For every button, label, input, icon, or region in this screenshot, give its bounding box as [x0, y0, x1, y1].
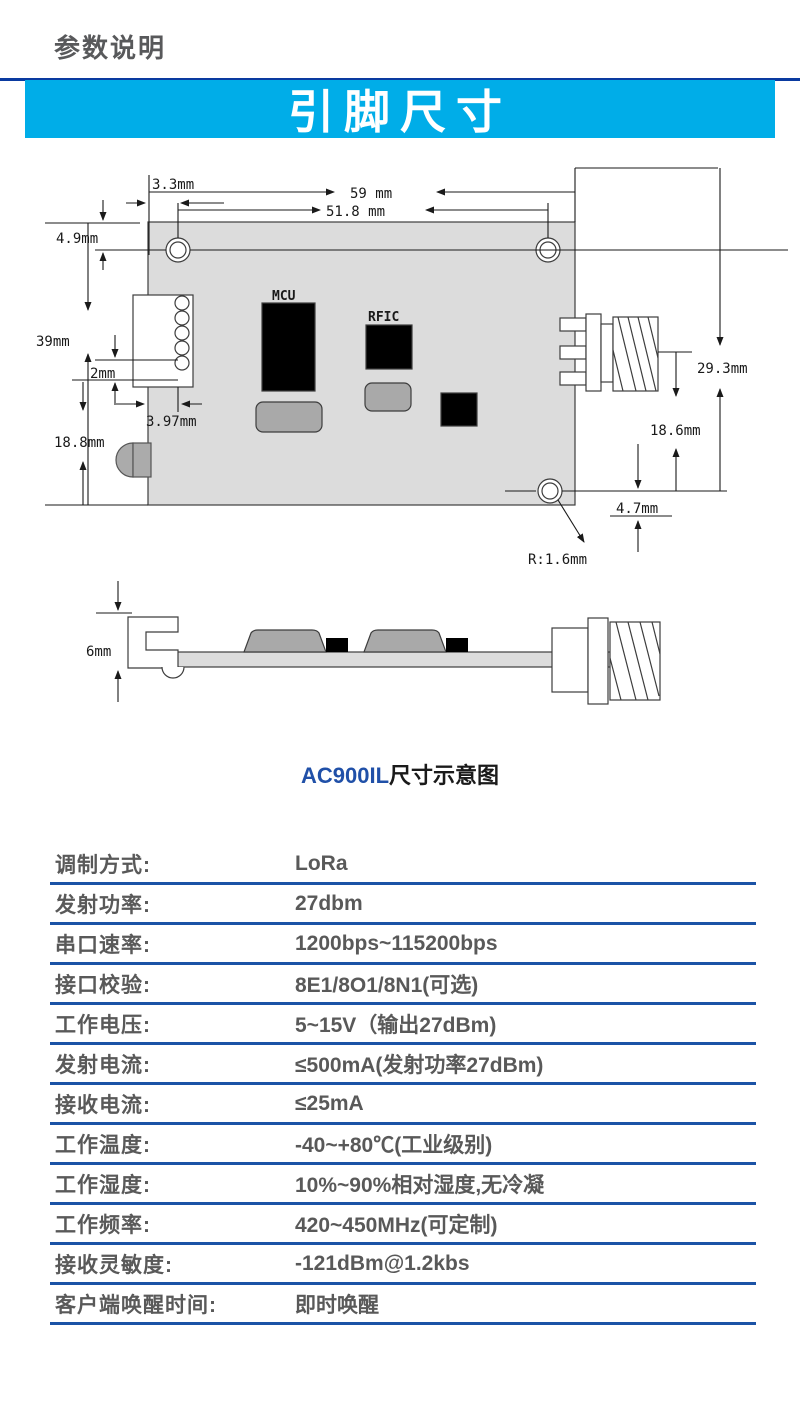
mcu-chip	[261, 302, 316, 392]
spec-label: 接收电流:	[55, 1093, 151, 1117]
table-row: 串口速率: 1200bps~115200bps	[50, 925, 756, 965]
diagram-caption: AC900IL尺寸示意图	[0, 758, 800, 790]
dim-pin-pitch: 2mm	[90, 366, 115, 382]
spec-value: ≤500mA(发射功率27dBm)	[295, 1053, 544, 1077]
spec-label: 工作湿度:	[55, 1173, 151, 1197]
table-row: 接收电流: ≤25mA	[50, 1085, 756, 1125]
table-row: 发射电流: ≤500mA(发射功率27dBm)	[50, 1045, 756, 1085]
spec-value: 27dbm	[295, 891, 363, 915]
spec-label: 发射功率:	[55, 893, 151, 917]
table-row: 工作温度: -40~+80℃(工业级别)	[50, 1125, 756, 1165]
spec-value: 1200bps~115200bps	[295, 931, 498, 955]
side-pad-1	[326, 638, 348, 652]
dim-side-height: 6mm	[86, 644, 111, 660]
sma-antenna-connector	[559, 313, 659, 392]
component-center	[364, 382, 412, 412]
dim-hole-radius: R:1.6mm	[528, 552, 587, 568]
side-component-1	[243, 629, 327, 653]
dim-antenna-height: 29.3mm	[697, 361, 748, 377]
spec-label: 接收灵敏度:	[55, 1253, 173, 1277]
side-dimension-lines	[96, 581, 132, 702]
component-right	[440, 392, 478, 427]
spec-value: LoRa	[295, 851, 348, 875]
pcb-dimension-drawing: 3.3mm 59 mm 51.8 mm 4.9mm 39mm 2mm 3.97m…	[36, 167, 788, 705]
spec-value: 10%~90%相对湿度,无冷凝	[295, 1173, 545, 1197]
spec-value: 420~450MHz(可定制)	[295, 1213, 498, 1237]
side-view	[127, 616, 661, 705]
rfic-chip	[365, 324, 413, 370]
table-row: 客户端唤醒时间: 即时唤醒	[50, 1285, 756, 1325]
side-pad-2	[446, 638, 468, 652]
side-component-2	[363, 629, 447, 653]
banner-title: 引脚尺寸	[288, 86, 512, 138]
spec-label: 接口校验:	[55, 973, 151, 997]
spec-table: 调制方式: LoRa 发射功率: 27dbm 串口速率: 1200bps~115…	[50, 845, 756, 1325]
spec-value: -40~+80℃(工业级别)	[295, 1133, 493, 1157]
table-row: 工作电压: 5~15V（输出27dBm)	[50, 1005, 756, 1045]
spec-value: ≤25mA	[295, 1091, 364, 1115]
dim-hole-left-offset: 3.3mm	[152, 177, 194, 193]
dim-pin-col-offset: 3.97mm	[146, 414, 197, 430]
spec-value: 5~15V（输出27dBm)	[295, 1013, 497, 1037]
navy-divider-line	[0, 78, 800, 81]
table-row: 工作湿度: 10%~90%相对湿度,无冷凝	[50, 1165, 756, 1205]
table-row: 接口校验: 8E1/8O1/8N1(可选)	[50, 965, 756, 1005]
table-row: 调制方式: LoRa	[50, 845, 756, 885]
dim-hole-bottom-offset: 4.7mm	[616, 501, 658, 517]
side-bump	[161, 666, 185, 679]
component-left	[255, 401, 323, 433]
spec-label: 工作电压:	[55, 1013, 151, 1037]
top-view	[115, 221, 659, 506]
spec-label: 工作频率:	[55, 1213, 151, 1237]
spec-value: 即时唤醒	[295, 1293, 379, 1317]
pcb-board-outline	[147, 221, 576, 506]
dim-board-height: 39mm	[36, 334, 70, 350]
dim-hole-top-offset: 4.9mm	[56, 231, 98, 247]
dim-hole-span: 51.8 mm	[326, 204, 385, 220]
table-row: 接收灵敏度: -121dBm@1.2kbs	[50, 1245, 756, 1285]
spec-value: -121dBm@1.2kbs	[295, 1251, 470, 1275]
mounting-hole-top-left	[165, 237, 191, 263]
side-button	[115, 442, 152, 478]
pin-header-connector	[132, 294, 194, 388]
table-row: 发射功率: 27dbm	[50, 885, 756, 925]
spec-label: 调制方式:	[55, 853, 151, 877]
spec-value: 8E1/8O1/8N1(可选)	[295, 973, 479, 997]
mcu-label: MCU	[272, 289, 296, 304]
dim-board-width: 59 mm	[350, 186, 392, 202]
page-title: 参数说明	[54, 33, 167, 63]
side-bracket	[127, 616, 179, 669]
dimension-lines	[45, 167, 788, 552]
mounting-hole-bottom-right	[537, 478, 563, 504]
rfic-label: RFIC	[368, 310, 399, 325]
model-number: AC900IL	[300, 763, 390, 788]
pcb-side-strip	[129, 651, 615, 668]
caption-suffix: 尺寸示意图	[389, 763, 500, 788]
side-antenna-connector	[551, 617, 661, 705]
spec-label: 工作温度:	[55, 1133, 151, 1157]
spec-label: 串口速率:	[55, 933, 151, 957]
spec-label: 发射电流:	[55, 1053, 151, 1077]
section-banner: 引脚尺寸	[25, 80, 775, 138]
table-row: 工作频率: 420~450MHz(可定制)	[50, 1205, 756, 1245]
dim-antenna-to-bottom: 18.6mm	[650, 423, 701, 439]
dim-lower-left: 18.8mm	[54, 435, 105, 451]
spec-label: 客户端唤醒时间:	[55, 1293, 217, 1317]
